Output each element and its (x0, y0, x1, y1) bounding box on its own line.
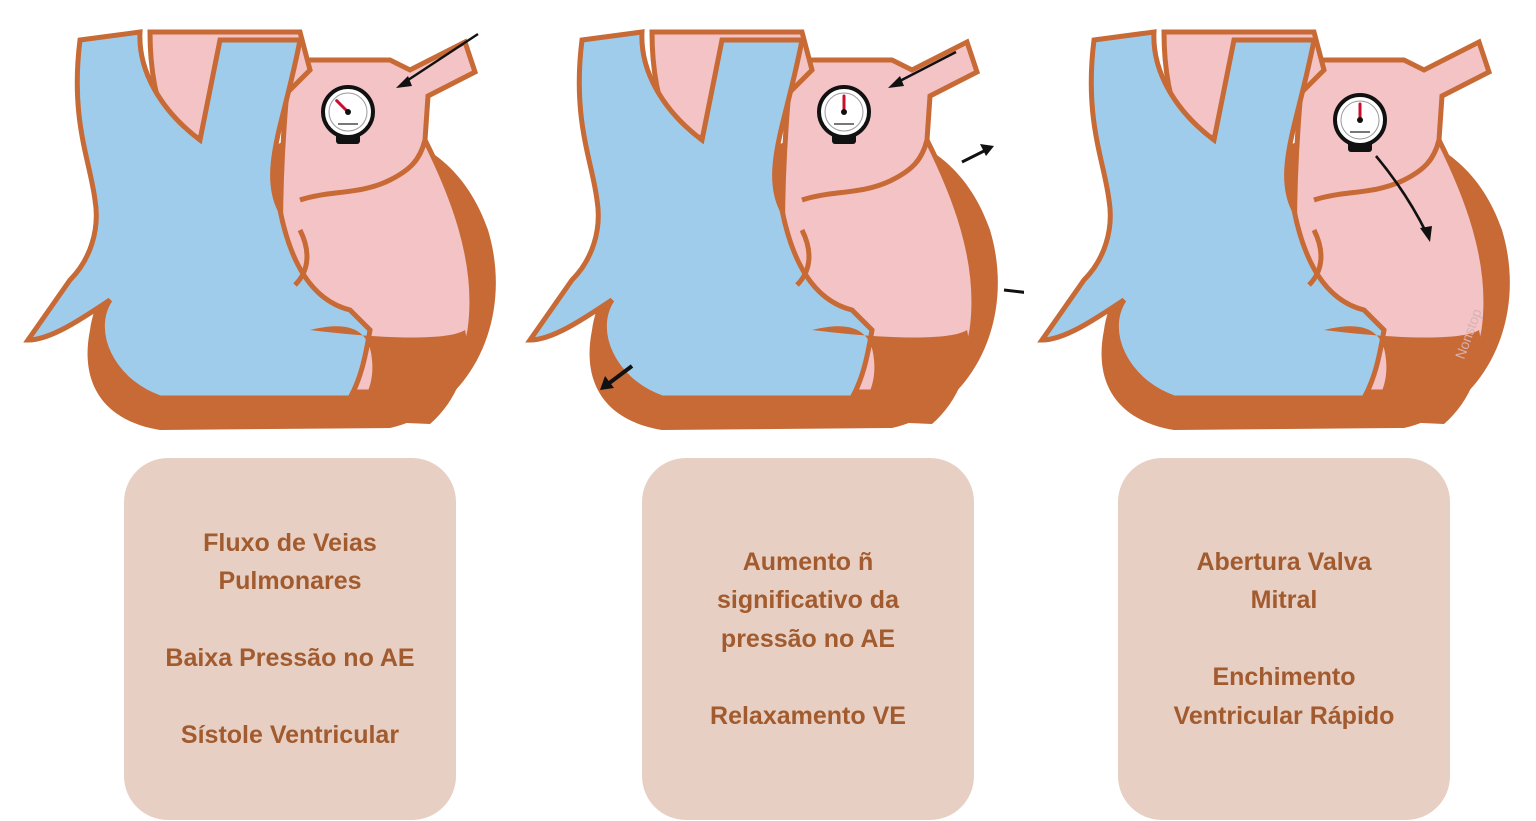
expansion-arrow-icon (600, 364, 634, 390)
inflow-arrow-icon (396, 32, 479, 88)
heart-illustration-1 (10, 0, 522, 440)
heart-drawing (23, 29, 496, 431)
heart-illustration-3: Nonstop (1024, 0, 1536, 440)
pressure-gauge-icon (321, 85, 375, 144)
heart-drawing (525, 29, 1024, 431)
caption-card-1: Fluxo de Veias Pulmonares Baixa Pressão … (124, 458, 456, 820)
filling-arrow-icon (1375, 155, 1432, 242)
caption-card-3: Abertura Valva Mitral Enchimento Ventric… (1118, 458, 1450, 820)
expansion-arrow-icon (961, 144, 994, 164)
heart-illustration-2 (512, 0, 1024, 440)
caption-text: Fluxo de Veias Pulmonares Baixa Pressão … (165, 528, 415, 750)
expansion-arrow-icon (1003, 288, 1024, 294)
heart-drawing: Nonstop (1037, 29, 1510, 431)
pressure-gauge-icon (817, 85, 871, 144)
pressure-gauge-icon (1333, 93, 1387, 152)
caption-text: Abertura Valva Mitral Enchimento Ventric… (1173, 547, 1395, 730)
inflow-arrow-icon (888, 50, 957, 88)
caption-card-2: Aumento ñ significativo da pressão no AE… (642, 458, 974, 820)
caption-text: Aumento ñ significativo da pressão no AE… (710, 547, 906, 730)
